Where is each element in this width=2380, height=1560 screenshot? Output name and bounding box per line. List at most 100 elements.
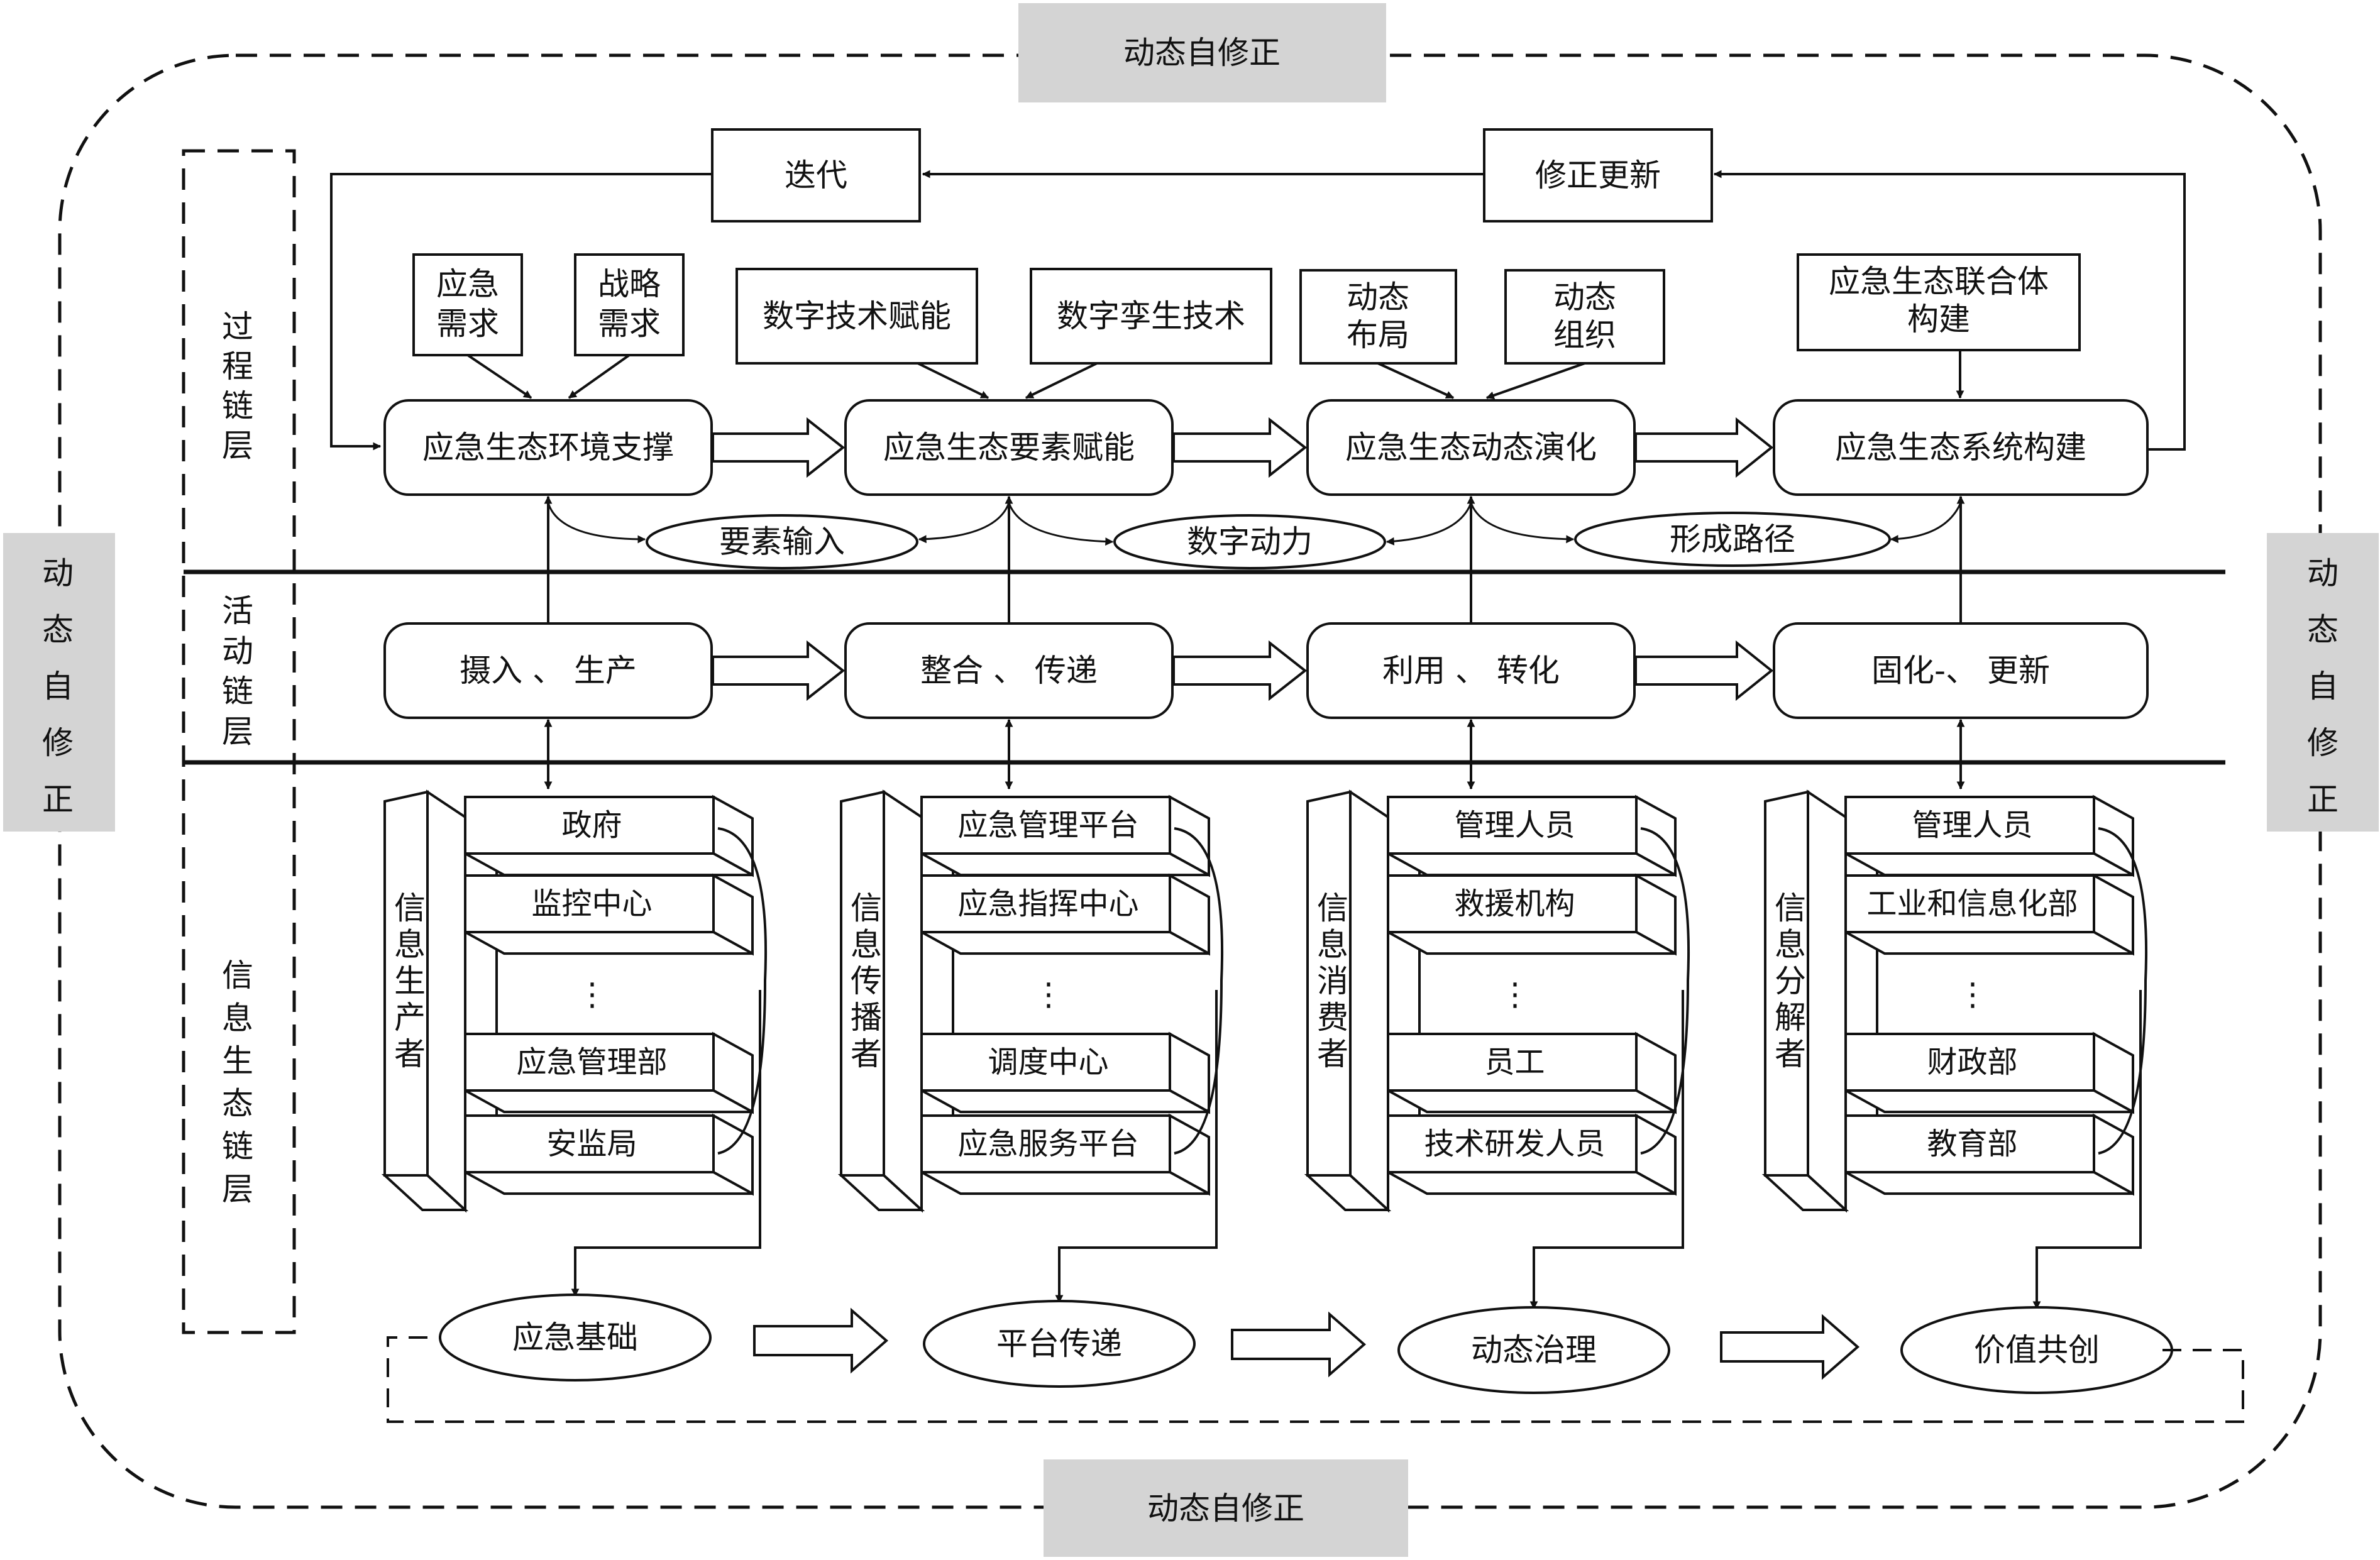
- process-flow-arrows: [712, 417, 1774, 478]
- info-entity-box: 安监局: [464, 1113, 754, 1196]
- info-entity-box: 管理人员: [1844, 794, 2134, 877]
- svg-text:层: 层: [222, 713, 253, 750]
- info-entity-label: 安监局: [546, 1126, 637, 1162]
- svg-text:动: 动: [222, 633, 253, 669]
- info-role-label: 者: [1317, 1036, 1348, 1072]
- info-entity-label: 救援机构: [1454, 886, 1575, 921]
- iterate-box: 迭代: [711, 128, 921, 222]
- svg-text:层: 层: [222, 1171, 253, 1207]
- info-role-label: 信: [851, 890, 882, 926]
- activity-stage-1: 摄入 、 生产: [383, 622, 713, 719]
- info-entity-box: 应急管理部: [464, 1031, 754, 1114]
- digital-power-ellipse: 数字动力: [1113, 514, 1386, 569]
- process-activity-links: [544, 495, 1965, 631]
- info-entity-label: 监控中心: [531, 886, 652, 921]
- svg-text:程: 程: [222, 348, 253, 385]
- svg-text:应急生态联合体: 应急生态联合体: [1829, 263, 2049, 300]
- emergency-demand-box: 应急 需求: [412, 253, 523, 356]
- svg-text:信: 信: [222, 957, 253, 994]
- info-entity-box: 救援机构: [1387, 873, 1677, 956]
- layer-label-process: 过 程 链 层: [222, 309, 253, 464]
- self-correct-left: 动 态 自 修 正: [3, 533, 115, 832]
- svg-text:动态治理: 动态治理: [1471, 1332, 1597, 1368]
- svg-text:动态: 动态: [1347, 279, 1409, 316]
- info-role-label: 传: [851, 963, 882, 999]
- info-entity-label: 财政部: [1927, 1045, 2017, 1080]
- process-stage-2: 应急生态要素赋能: [844, 399, 1174, 496]
- svg-text:链: 链: [222, 388, 253, 424]
- svg-text:动态: 动态: [1553, 279, 1616, 316]
- process-stage-3: 应急生态动态演化: [1306, 399, 1636, 496]
- svg-text:战略: 战略: [598, 266, 661, 302]
- input-arrows: [466, 350, 1964, 400]
- svg-text:自: 自: [42, 668, 74, 705]
- svg-text:整合 、 传递: 整合 、 传递: [920, 652, 1098, 689]
- info-role-label: 产: [394, 999, 426, 1036]
- federation-box: 应急生态联合体 构建: [1797, 253, 2081, 351]
- group-output-arrow: [1055, 990, 1218, 1304]
- info-role-label: 播: [851, 999, 882, 1036]
- info-role-label: 息: [851, 926, 882, 963]
- ellipsis-dots: ⋮: [1957, 976, 1988, 1013]
- ellipsis-dots: ⋮: [576, 976, 608, 1013]
- svg-text:动态自修正: 动态自修正: [1147, 1490, 1304, 1527]
- svg-text:链: 链: [222, 673, 253, 710]
- info-entity-label: 技术研发人员: [1424, 1126, 1605, 1162]
- svg-text:正: 正: [2307, 781, 2339, 818]
- activity-info-links: [544, 718, 1965, 790]
- svg-text:动: 动: [2307, 555, 2339, 591]
- info-role-label: 息: [1317, 926, 1348, 963]
- svg-text:动: 动: [42, 555, 74, 591]
- svg-text:应急生态环境支撑: 应急生态环境支撑: [422, 429, 674, 466]
- svg-text:过: 过: [222, 309, 253, 345]
- info-role-label: 解: [1775, 999, 1806, 1036]
- outcome-value-cocreation: 价值共创: [1900, 1306, 2173, 1394]
- svg-text:数字技术赋能: 数字技术赋能: [763, 298, 951, 334]
- svg-text:活: 活: [222, 593, 253, 629]
- svg-text:息: 息: [222, 1000, 253, 1036]
- info-entity-box: 管理人员: [1387, 794, 1677, 877]
- info-role-label: 生: [394, 963, 426, 999]
- info-entity-label: 教育部: [1927, 1126, 2017, 1162]
- svg-text:自: 自: [2307, 668, 2339, 705]
- svg-text:动态自修正: 动态自修正: [1123, 35, 1281, 71]
- feedback-loop: [330, 170, 2186, 451]
- info-ecosystem-groups: 信息生产者政府监控中心应急管理部安监局⋮信息传播者应急管理平台应急指挥中心调度中…: [381, 789, 2148, 1310]
- info-entity-label: 调度中心: [988, 1045, 1108, 1080]
- activity-flow-arrows: [712, 640, 1774, 701]
- info-role-label: 息: [394, 926, 426, 963]
- info-role-label: 分: [1775, 963, 1806, 999]
- outcome-flow-arrows: [753, 1307, 1860, 1380]
- info-role-label: 信: [1317, 890, 1348, 926]
- process-stage-4: 应急生态系统构建: [1773, 399, 2149, 496]
- svg-text:需求: 需求: [436, 305, 499, 342]
- info-entity-label: 政府: [561, 808, 622, 843]
- strategic-demand-box: 战略 需求: [574, 253, 685, 356]
- svg-text:应急基础: 应急基础: [512, 1319, 638, 1356]
- info-role-label: 消: [1317, 963, 1348, 999]
- svg-text:修: 修: [42, 725, 74, 761]
- svg-text:生: 生: [222, 1043, 253, 1079]
- info-entity-box: 教育部: [1844, 1113, 2134, 1196]
- svg-text:组织: 组织: [1553, 317, 1616, 353]
- group-bracket: [2098, 827, 2148, 1155]
- info-entity-box: 调度中心: [920, 1031, 1210, 1114]
- svg-text:态: 态: [42, 612, 74, 648]
- svg-text:应急生态动态演化: 应急生态动态演化: [1345, 429, 1597, 466]
- info-role-label: 息: [1775, 926, 1806, 963]
- group-bracket: [1174, 827, 1224, 1155]
- info-entity-label: 管理人员: [1454, 808, 1575, 843]
- activity-stage-4: 固化-、 更新: [1773, 622, 2149, 719]
- svg-text:应急生态系统构建: 应急生态系统构建: [1835, 429, 2086, 466]
- group-output-arrow: [2032, 990, 2142, 1310]
- info-entity-box: 应急管理平台: [920, 794, 1210, 877]
- svg-text:修: 修: [2307, 725, 2339, 761]
- element-input-ellipse: 要素输入: [646, 514, 918, 569]
